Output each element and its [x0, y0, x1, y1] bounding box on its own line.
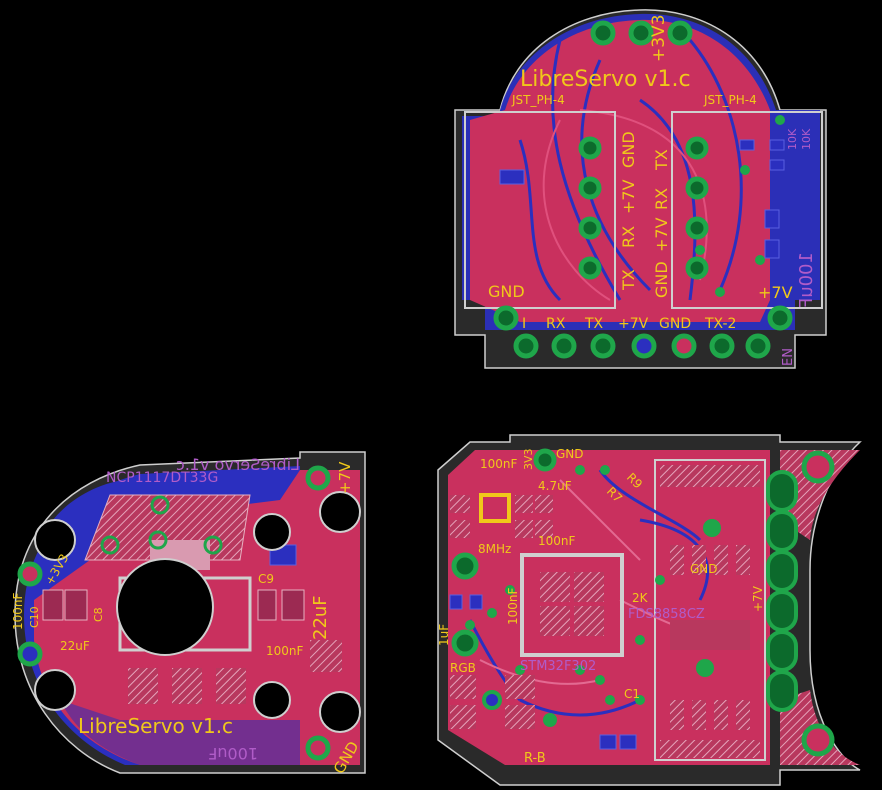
left-copper-blue-bottom	[60, 700, 300, 765]
right-gnd-mid: GND	[690, 562, 718, 576]
left-vias	[100, 495, 223, 555]
pin-label: RX	[652, 188, 671, 210]
left-22uf-small: 22uF	[60, 639, 90, 653]
right-r-b: R-B	[524, 751, 546, 766]
left-100nf-left: 100nF	[11, 592, 25, 630]
board-left: NCP1117DT33G LibreServo v1.c LibreServo …	[11, 451, 366, 777]
pin-label: GND	[652, 261, 671, 298]
left-through-pads	[17, 465, 331, 761]
right-3v3: 3V3	[522, 448, 535, 470]
header-label: TX-2	[704, 316, 736, 332]
left-c10: C10	[28, 606, 41, 628]
right-header-pads	[766, 470, 798, 712]
right-crystal-label: 8MHz	[478, 542, 511, 556]
right-mcu-label: STM32F302	[520, 659, 596, 674]
header-label: RX	[546, 316, 566, 332]
crystal-pad-highlight	[479, 493, 511, 523]
top-header-pads	[493, 305, 793, 359]
right-gnd-top: GND	[556, 447, 584, 461]
right-through-pads	[451, 448, 835, 757]
top-header-labels: I RX TX +7V GND TX-2	[522, 316, 736, 332]
left-smd-pads	[42, 544, 342, 704]
right-100nf-side: 100nF	[506, 587, 520, 625]
top-traces-red	[542, 109, 708, 301]
right-mosfet-doc	[654, 459, 766, 761]
top-supply-label: +3V3	[649, 14, 669, 62]
connector-right-pads	[685, 136, 709, 280]
top-connector-right-label: JST_PH-4	[703, 93, 757, 107]
header-label: TX	[584, 316, 604, 332]
top-title: LibreServo v1.c	[520, 67, 691, 92]
pin-label: TX	[652, 149, 671, 171]
motor-shaft-hole	[116, 558, 214, 656]
pin-label: +7V	[619, 179, 638, 214]
right-smd-pads	[449, 495, 637, 750]
left-title: LibreServo v1.c	[78, 714, 233, 738]
left-bottom-mirror-label: 100uF	[208, 744, 258, 763]
header-label: GND	[659, 316, 691, 332]
right-c1: C1	[624, 687, 640, 701]
right-mosfet-label: FDS8858CZ	[628, 607, 705, 622]
pin-label: GND	[619, 131, 638, 168]
left-22uf-big: 22uF	[310, 595, 331, 640]
left-c8: C8	[92, 607, 105, 622]
connector-right-outline	[671, 111, 823, 309]
right-100nf-top: 100nF	[480, 457, 518, 471]
top-en-label: EN	[781, 348, 796, 366]
left-regulator-label: NCP1117DT33G	[106, 470, 218, 486]
board-right: STM32F302 FDS8858CZ 8MHz 100nF 3V3 GND 4…	[437, 434, 862, 786]
top-cap-label: 100uF	[796, 252, 817, 308]
left-title-mirrored: LibreServo v1.c	[176, 455, 300, 474]
pin-label: TX	[619, 269, 638, 291]
left-7v: +7V	[336, 461, 354, 494]
right-hatch-top	[780, 450, 860, 540]
pin-label: RX	[619, 226, 638, 248]
right-2k: 2K	[632, 591, 649, 605]
mcu-outline	[520, 553, 624, 657]
connector-left-pads	[578, 136, 602, 280]
left-mounting-holes	[34, 491, 361, 733]
top-res-label: 10K	[800, 128, 813, 150]
top-gnd-label: GND	[488, 282, 525, 301]
pin-label: +7V	[652, 217, 671, 252]
top-right-pin-labels: GND +7V RX TX	[652, 149, 671, 298]
right-1uf: 1uF	[437, 624, 451, 646]
header-label: I	[522, 316, 526, 332]
top-smd-pads	[499, 139, 785, 259]
right-rgb: RGB	[450, 661, 476, 675]
top-7v-label: +7V	[758, 283, 793, 302]
mcu-pad	[540, 572, 604, 636]
header-label: +7V	[618, 316, 649, 332]
left-c9: C9	[258, 572, 274, 586]
top-left-pin-labels: TX RX +7V GND	[619, 131, 638, 291]
right-7v: +7V	[751, 585, 765, 612]
top-vias	[695, 115, 785, 297]
right-4-7uf: 4.7uF	[538, 479, 572, 493]
connector-left-outline	[464, 111, 616, 309]
top-connector-left-label: JST_PH-4	[511, 93, 565, 107]
board-top: LibreServo v1.c JST_PH-4 JST_PH-4 +3V3 T…	[454, 9, 827, 369]
top-supply-pads	[590, 20, 693, 46]
right-vias	[465, 465, 721, 727]
right-100nf-mid: 100nF	[538, 534, 576, 548]
left-100nf-right: 100nF	[266, 644, 304, 658]
mosfet-pads	[660, 465, 760, 758]
top-res-label: 10K	[786, 128, 799, 150]
